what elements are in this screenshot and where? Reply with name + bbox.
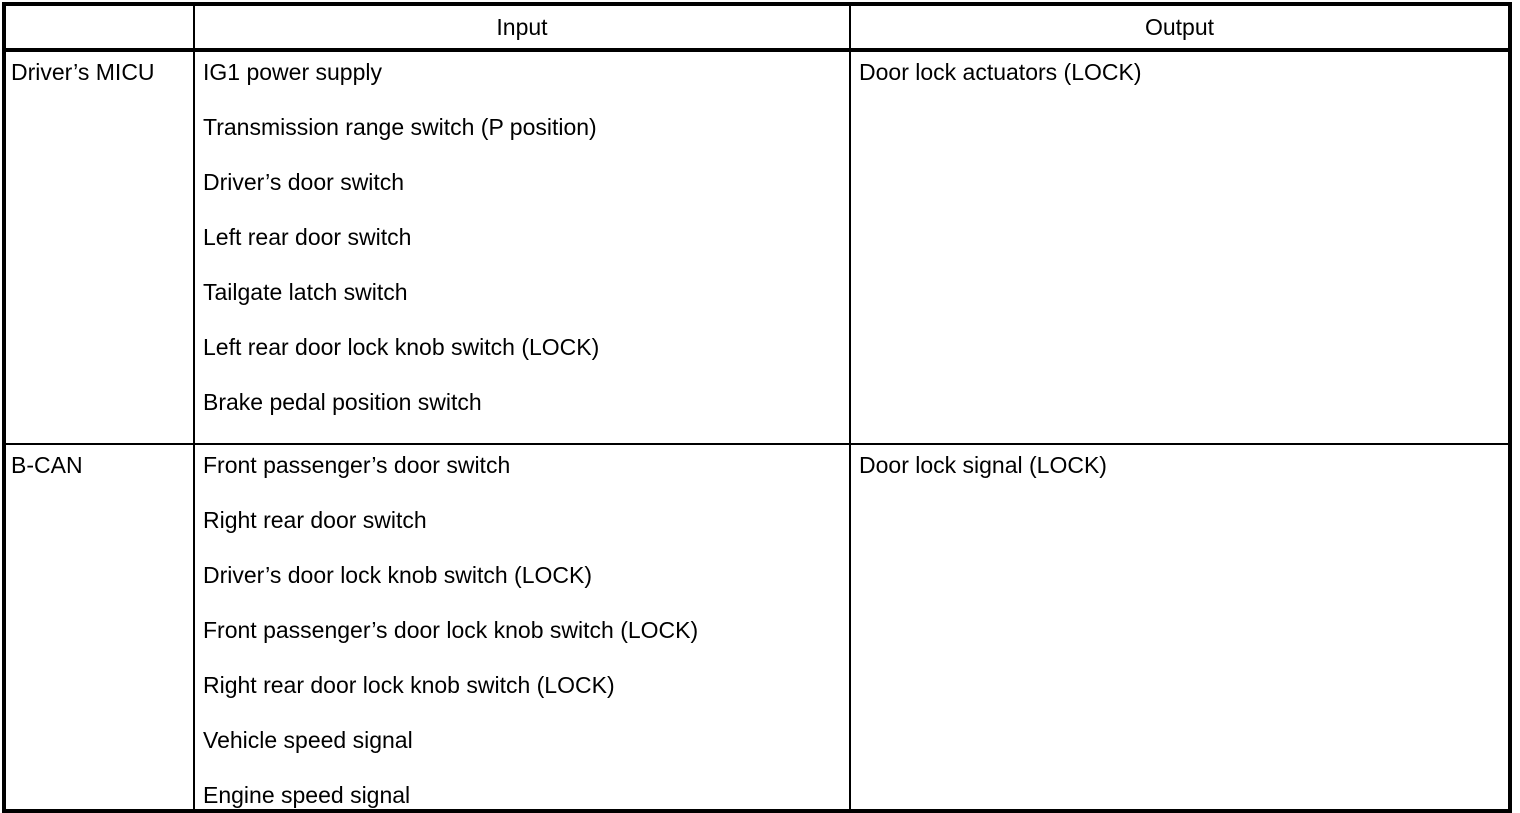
header-row: Input Output [4, 4, 1510, 52]
table-row: Driver’s MICU IG1 power supply Transmiss… [4, 50, 1510, 445]
list-item: Transmission range switch (P position) [203, 114, 597, 140]
list-item: Front passenger’s door switch [203, 452, 511, 478]
column-header-output: Output [850, 4, 1510, 52]
list-item: Left rear door lock knob switch (LOCK) [203, 334, 600, 360]
column-header-input: Input [194, 4, 851, 52]
input-list: Front passenger’s door switch Right rear… [203, 451, 849, 809]
table-row: B-CAN Front passenger’s door switch Righ… [4, 444, 1510, 811]
list-item: Driver’s door lock knob switch (LOCK) [203, 562, 592, 588]
list-item: Brake pedal position switch [203, 389, 482, 415]
output-item: Door lock actuators (LOCK) [859, 59, 1142, 85]
list-item: Driver’s door switch [203, 169, 405, 195]
category-label: Driver’s MICU [11, 59, 155, 85]
list-item: IG1 power supply [203, 59, 382, 85]
input-cell-drivers-micu: IG1 power supply Transmission range swit… [194, 50, 851, 445]
output-cell-drivers-micu: Door lock actuators (LOCK) [850, 50, 1510, 445]
list-item: Right rear door lock knob switch (LOCK) [203, 672, 615, 698]
category-cell-b-can: B-CAN [4, 444, 195, 811]
list-item: Left rear door switch [203, 224, 412, 250]
list-item: Front passenger’s door lock knob switch … [203, 617, 699, 643]
column-header-category [4, 4, 195, 52]
category-label: B-CAN [11, 452, 83, 478]
category-cell-drivers-micu: Driver’s MICU [4, 50, 195, 445]
table-body: Driver’s MICU IG1 power supply Transmiss… [4, 50, 1510, 811]
table-header: Input Output [4, 4, 1510, 52]
input-cell-b-can: Front passenger’s door switch Right rear… [194, 444, 851, 811]
list-item: Engine speed signal [203, 782, 411, 808]
list-item: Right rear door switch [203, 507, 427, 533]
output-item: Door lock signal (LOCK) [859, 452, 1107, 478]
output-cell-b-can: Door lock signal (LOCK) [850, 444, 1510, 811]
input-list: IG1 power supply Transmission range swit… [203, 58, 849, 443]
list-item: Vehicle speed signal [203, 727, 413, 753]
list-item: Tailgate latch switch [203, 279, 408, 305]
